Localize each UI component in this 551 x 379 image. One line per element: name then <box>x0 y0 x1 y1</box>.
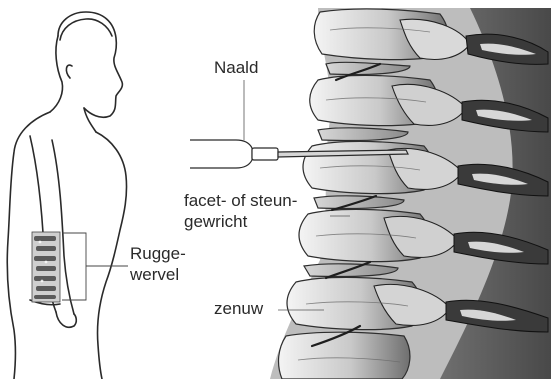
facet-joint-label: facet- of steun- gewricht <box>184 190 297 232</box>
body-spine-highlight <box>32 232 60 302</box>
vertebra-label-line2: wervel <box>130 264 186 285</box>
nerve-label: zenuw <box>214 298 263 319</box>
facet-joint-label-line2: gewricht <box>184 211 297 232</box>
spine-illustration <box>270 8 551 379</box>
human-silhouette <box>7 12 126 379</box>
vertebra-label-line1: Rugge- <box>130 243 186 264</box>
nerve-label-text: zenuw <box>214 299 263 318</box>
vertebra-leader-line <box>62 233 128 300</box>
vertebra-label: Rugge- wervel <box>130 243 186 285</box>
needle-label: Naald <box>214 57 258 78</box>
facet-joint-label-line1: facet- of steun- <box>184 190 297 211</box>
needle-label-text: Naald <box>214 58 258 77</box>
